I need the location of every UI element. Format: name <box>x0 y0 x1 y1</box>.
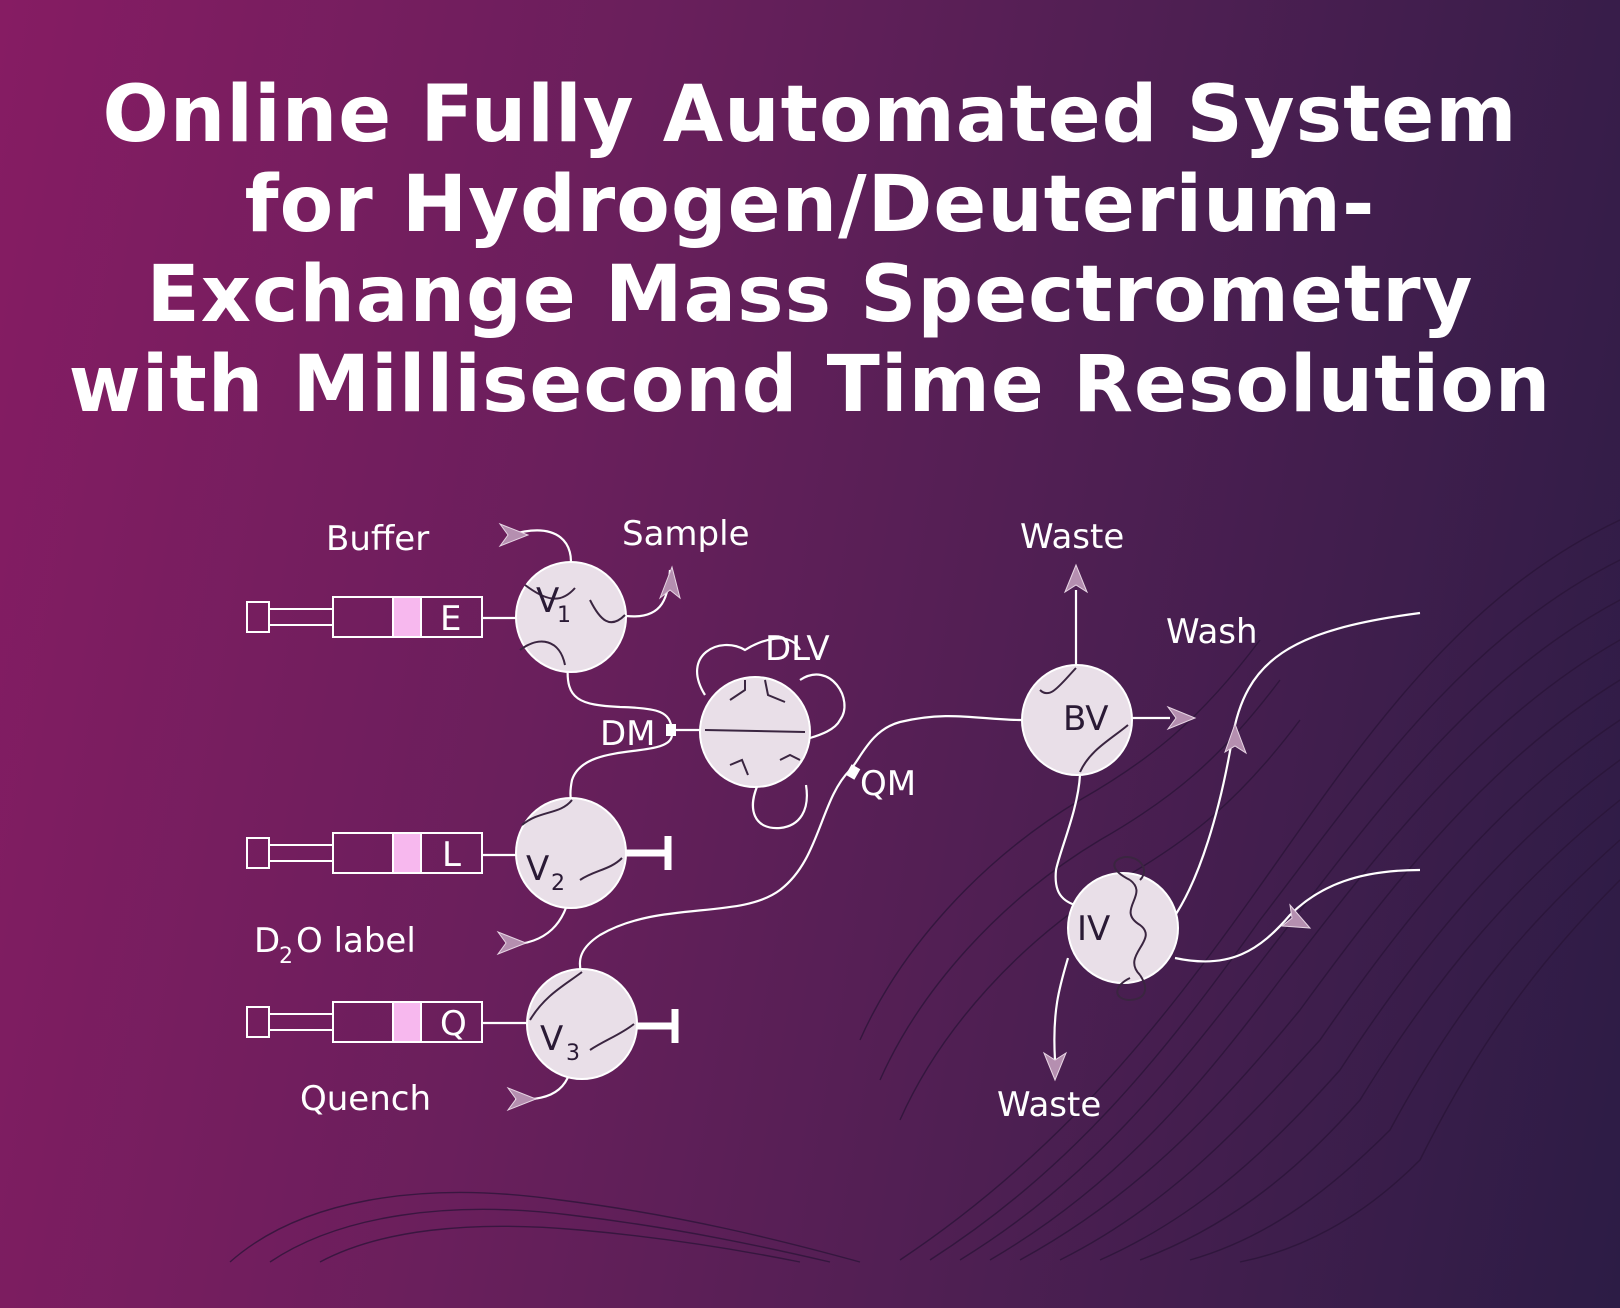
label-dlv: DLV <box>765 629 830 669</box>
valve-v3-sub: 3 <box>566 1041 580 1066</box>
valve-bv-label: BV <box>1063 699 1109 739</box>
page-title: Online Fully Automated System for Hydrog… <box>0 70 1620 430</box>
valve-v2-label: V <box>526 849 549 889</box>
arrow-sample-outlet <box>658 565 681 600</box>
arrow-d2o-inlet <box>496 930 528 956</box>
diagram-labels: Buffer Sample D 2 O label Quench Waste W… <box>254 514 1258 1125</box>
valve-v2-sub: 2 <box>551 871 565 896</box>
valve-iv-label: IV <box>1077 909 1110 949</box>
syringe-q-plunger <box>392 1001 422 1043</box>
arrow-waste-bottom <box>1042 1051 1068 1082</box>
valve-v1-label: V <box>536 581 559 621</box>
valve-v1-sub: 1 <box>557 603 571 628</box>
label-d2o-sub: 2 <box>279 944 293 969</box>
label-sample: Sample <box>622 514 749 554</box>
arrow-wash-path <box>1224 722 1248 755</box>
label-wash: Wash <box>1166 612 1258 652</box>
label-waste-bottom: Waste <box>997 1085 1101 1125</box>
arrow-quench-inlet <box>506 1086 538 1112</box>
label-quench: Quench <box>300 1079 431 1119</box>
title-line-1: Online Fully Automated System <box>102 70 1518 160</box>
syringe-e: E <box>246 596 483 639</box>
label-buffer: Buffer <box>326 519 429 559</box>
arrow-iv-inlet <box>1280 903 1312 929</box>
syringe-l: L <box>246 832 483 875</box>
background-waves <box>229 519 1620 1263</box>
valve-v2: V 2 <box>515 797 627 909</box>
syringe-l-label: L <box>442 835 461 875</box>
label-qm: QM <box>860 764 916 804</box>
label-dm: DM <box>600 714 656 754</box>
valve-v1: V 1 <box>515 561 627 673</box>
valve-bv: BV <box>1021 664 1133 776</box>
label-d2o-suffix: O label <box>296 921 416 961</box>
title-line-4: with Millisecond Time Resolution <box>68 340 1552 430</box>
arrow-buffer-inlet <box>498 522 530 548</box>
label-waste-top: Waste <box>1020 517 1124 557</box>
syringe-e-plunger <box>392 596 422 638</box>
arrow-waste-top <box>1063 563 1089 594</box>
syringe-e-label: E <box>440 599 461 639</box>
label-d2o-prefix: D <box>254 921 280 961</box>
syringe-q: Q <box>246 1001 483 1044</box>
syringe-q-label: Q <box>440 1004 467 1044</box>
arrow-bv-side <box>1166 705 1197 731</box>
valve-dlv <box>699 676 811 788</box>
title-line-2: for Hydrogen/Deuterium- <box>244 160 1376 250</box>
syringe-l-plunger <box>392 832 422 874</box>
flow-arrows <box>496 522 1312 1112</box>
valve-v3-label: V <box>540 1019 563 1059</box>
valve-iv: IV <box>1067 855 1179 1002</box>
port-plugs <box>626 724 861 1043</box>
valve-v3: V 3 <box>526 968 638 1080</box>
title-line-3: Exchange Mass Spectrometry <box>146 250 1474 340</box>
